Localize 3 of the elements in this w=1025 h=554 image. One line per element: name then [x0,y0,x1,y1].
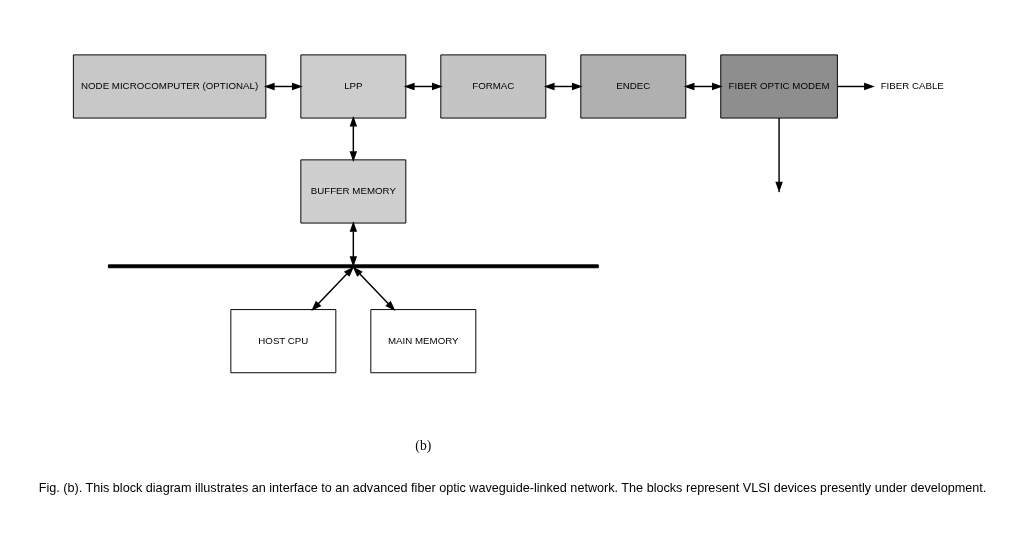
node-text: FIBER CABLE [880,79,944,91]
caption: Fig. (b). This block diagram illustrates an interface to an advanced fiber optic waveguide-linked network. The blocks represent VLSI devices presently under development. [38,480,987,495]
label: (b) [415,437,432,453]
